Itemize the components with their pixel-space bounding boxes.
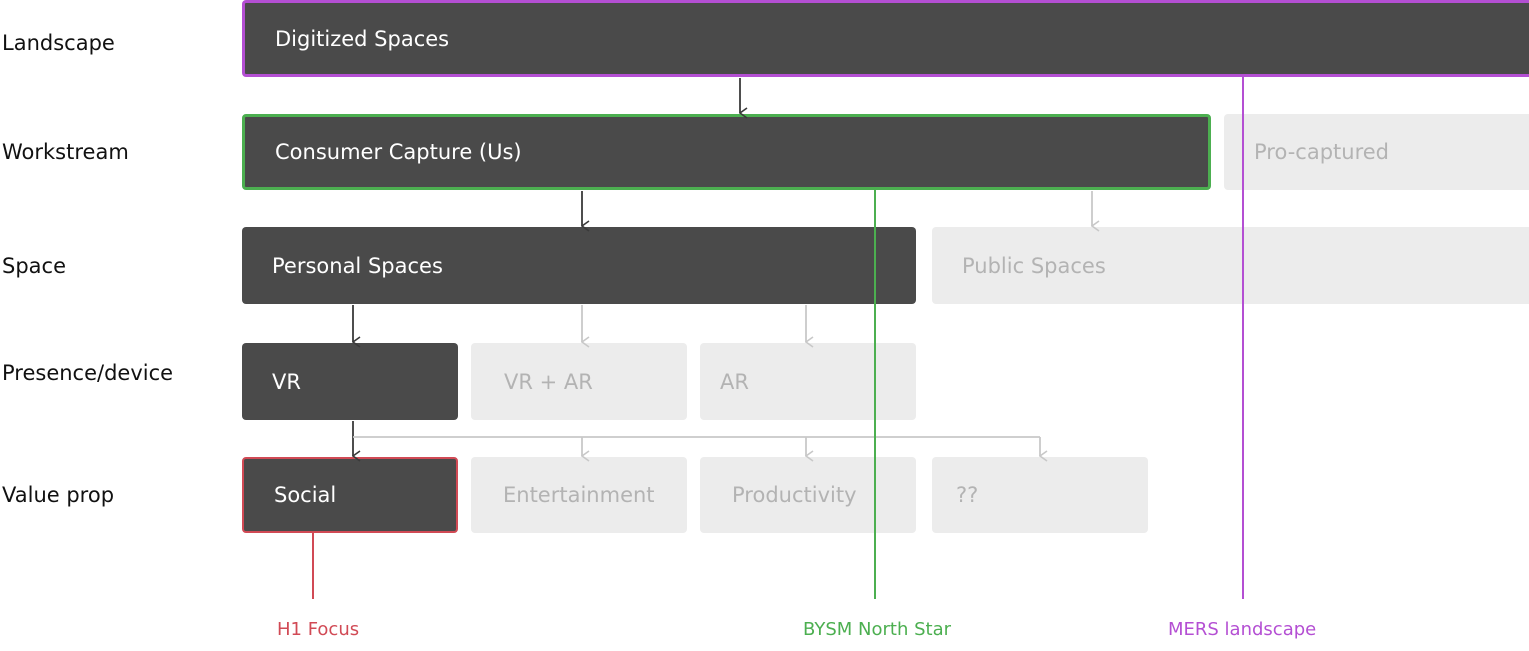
node-social: Social [242,457,458,533]
node-ar: AR [700,343,916,420]
row-label-presence: Presence/device [2,361,174,385]
node-public-spaces-label: Public Spaces [962,253,1106,278]
node-consumer-capture: Consumer Capture (Us) [242,114,1211,190]
node-ar-label: AR [720,369,749,394]
node-social-label: Social [274,483,337,507]
node-public-spaces: Public Spaces [932,227,1529,304]
row-label-workstream: Workstream [2,140,129,164]
light-connectors [353,191,1092,456]
row-label-space: Space [2,254,66,278]
row-label-value-prop: Value prop [2,483,115,507]
node-unknown: ?? [932,457,1148,533]
node-entertainment-label: Entertainment [503,483,655,507]
node-productivity-label: Productivity [732,483,857,507]
node-vr: VR [242,343,458,420]
legend-north-star: BYSM North Star [803,619,952,640]
node-vr-ar: VR + AR [471,343,687,420]
node-vr-ar-label: VR + AR [504,369,593,394]
node-digitized-spaces: Digitized Spaces [242,0,1529,77]
node-vr-label: VR [272,369,301,394]
dark-connectors [353,78,740,456]
node-personal-spaces-label: Personal Spaces [272,253,443,278]
node-entertainment: Entertainment [471,457,687,533]
legend-h1-focus: H1 Focus [277,619,360,640]
node-pro-captured-label: Pro-captured [1254,140,1389,164]
legend-mers: MERS landscape [1168,619,1317,640]
node-productivity: Productivity [700,457,916,533]
node-pro-captured: Pro-captured [1224,114,1529,190]
node-personal-spaces: Personal Spaces [242,227,916,304]
node-digitized-spaces-label: Digitized Spaces [275,26,450,51]
row-label-landscape: Landscape [2,31,115,55]
node-consumer-capture-label: Consumer Capture (Us) [275,140,522,164]
node-unknown-label: ?? [956,483,979,507]
